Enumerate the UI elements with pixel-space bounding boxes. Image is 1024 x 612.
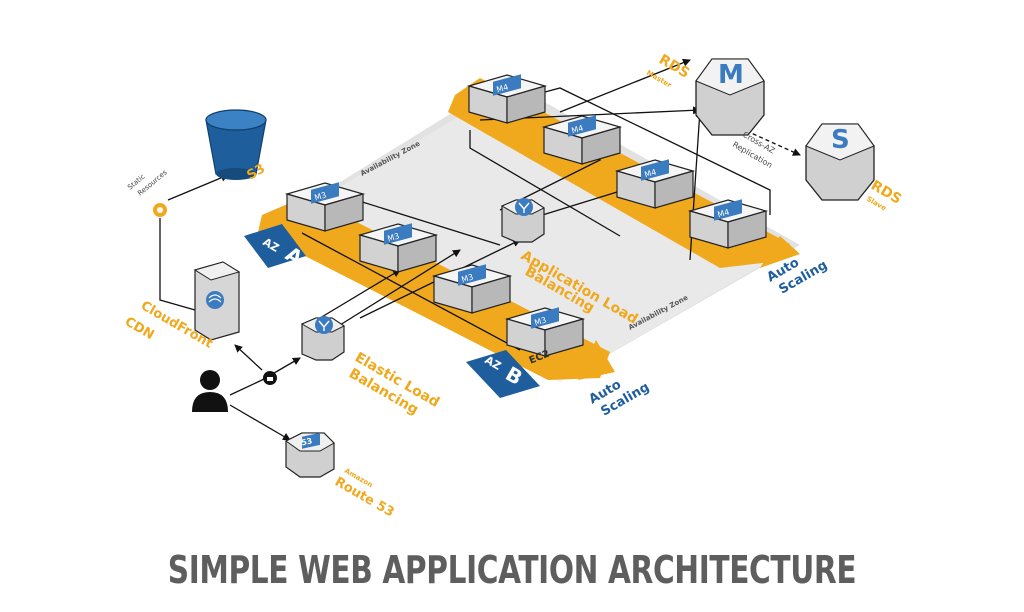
svg-text:M3: M3 xyxy=(460,272,474,284)
svg-text:M3: M3 xyxy=(313,190,327,202)
diagram-title: SIMPLE WEB APPLICATION ARCHITECTURE xyxy=(167,548,857,592)
globe-icon xyxy=(208,294,222,303)
svg-text:M4: M4 xyxy=(643,167,657,179)
az-a-tag: AZ A xyxy=(244,224,307,270)
route53-badge: 53 xyxy=(300,436,313,447)
application-load-balancer xyxy=(501,198,545,243)
route53-server: 53 xyxy=(285,432,335,478)
svg-text:M4: M4 xyxy=(570,123,584,135)
rds-slave: S xyxy=(805,123,875,201)
load-balancer-icon xyxy=(318,320,330,331)
instance-m4-2: M4 xyxy=(543,115,621,165)
instance-m4-4: M4 xyxy=(689,199,767,249)
static-resources-icon xyxy=(153,203,167,217)
instance-m3-3: M3 xyxy=(433,264,511,314)
svg-text:M3: M3 xyxy=(533,315,547,327)
rds-slave-letter: S xyxy=(831,125,850,155)
band-arrow-m3 xyxy=(578,340,615,380)
band-arrow-m4 xyxy=(760,236,800,268)
elastic-load-balancer xyxy=(301,316,345,361)
rds-master: M xyxy=(695,58,765,136)
instance-m3-2: M3 xyxy=(359,223,437,273)
cloudfront-server xyxy=(193,261,241,341)
s3-bucket-icon xyxy=(205,109,267,180)
svg-text:M4: M4 xyxy=(495,82,509,94)
instance-m3-1: M3 xyxy=(286,182,364,232)
rds-master-letter: M xyxy=(718,60,744,90)
az-b-tag: AZ B xyxy=(466,350,540,398)
instance-m4-3: M4 xyxy=(616,159,694,209)
user-icon xyxy=(192,370,228,412)
svg-text:M3: M3 xyxy=(386,231,400,243)
load-balancer-icon xyxy=(518,202,530,213)
lock-icon xyxy=(263,371,277,385)
svg-text:M4: M4 xyxy=(716,207,730,219)
instance-m4-1: M4 xyxy=(468,74,546,124)
